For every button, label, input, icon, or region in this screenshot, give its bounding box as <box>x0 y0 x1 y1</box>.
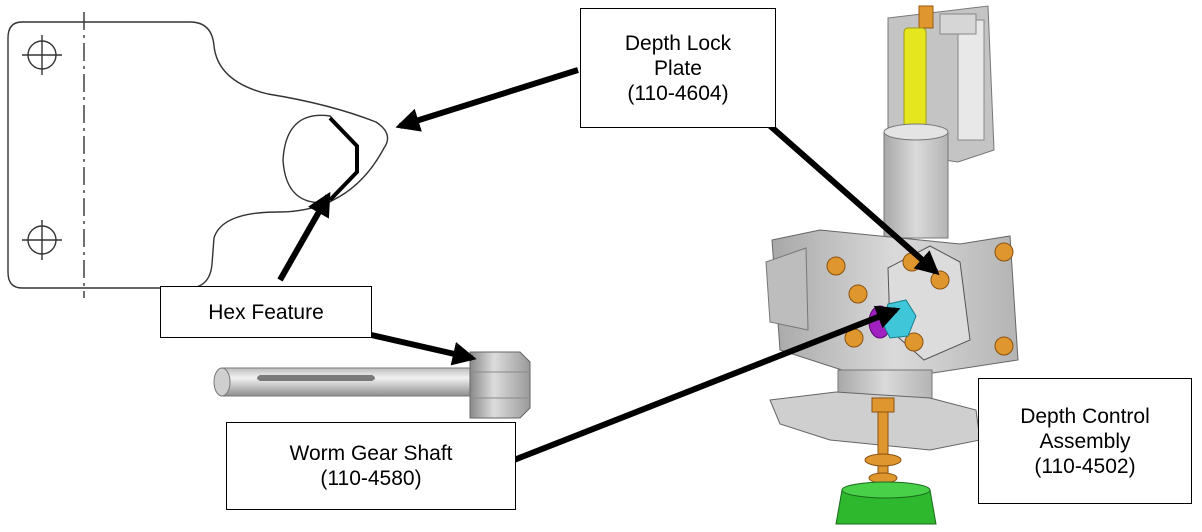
depth-lock-plate-part-number: (110-4604) <box>627 81 729 105</box>
depth-lock-plate-line2: Plate <box>654 56 702 80</box>
arrow-lock-plate-to-assembly <box>766 121 940 276</box>
arrow-lock-plate-to-drawing <box>395 67 579 132</box>
depth-lock-plate-drawing <box>7 12 389 298</box>
worm-gear-shaft <box>213 351 531 419</box>
top-bolt <box>918 5 934 29</box>
shaft-hex-head <box>469 351 531 419</box>
plate-outline <box>7 21 389 289</box>
callout-worm-gear-shaft: Worm Gear Shaft (110-4580) <box>226 422 516 510</box>
depth-control-assembly-line2: Assembly <box>1039 429 1131 453</box>
callout-depth-lock-plate: Depth Lock Plate (110-4604) <box>580 8 776 128</box>
callout-depth-control-assembly: Depth Control Assembly (110-4502) <box>978 378 1192 504</box>
depth-control-assembly-part-number: (110-4502) <box>1034 454 1136 478</box>
worm-gear-shaft-label: Worm Gear Shaft <box>289 442 453 465</box>
arrow-shaft-to-assembly <box>512 305 901 463</box>
depth-control-assembly-line1: Depth Control <box>1020 404 1150 428</box>
depth-lock-plate-line1: Depth Lock <box>624 31 732 55</box>
hex-feature-edges <box>328 116 359 202</box>
arrow-hex-to-plate <box>277 191 331 282</box>
worm-gear-shaft-part-number: (110-4580) <box>320 467 422 490</box>
callout-hex-feature: Hex Feature <box>160 286 372 338</box>
hex-feature-label: Hex Feature <box>208 300 324 324</box>
depth-control-assembly <box>765 5 1019 525</box>
hex-opening <box>282 114 358 204</box>
